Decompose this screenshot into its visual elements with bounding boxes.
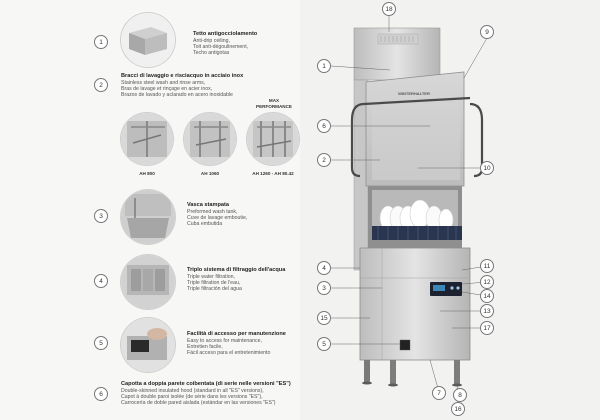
- hood-handle-left: [350, 102, 365, 178]
- feature-3-line-es: Cuba embutida: [187, 221, 223, 227]
- leg: [454, 360, 460, 384]
- callout-3: 3: [94, 209, 108, 223]
- feature-5-line-fr: Entretien facile,: [187, 344, 223, 350]
- feature-2-line-es: Brazos de lavado y aclarado en acero ino…: [121, 92, 233, 98]
- variant-label-ah800: AH 800: [139, 171, 155, 176]
- max-performance-label: MAX PERFORMANCE: [256, 98, 292, 109]
- callout-5-right: 5: [317, 337, 331, 351]
- feature-2-line-en: Stainless steel wash and rinse arms,: [121, 80, 206, 86]
- top-vent: [377, 33, 419, 45]
- callout-6-right: 6: [317, 119, 331, 133]
- feature-1-line-es: Techo antigotas: [193, 50, 230, 56]
- feature-5-line-es: Fácil acceso para el entretenimiento: [187, 350, 271, 356]
- feature-3-line-en: Preformed wash tank,: [187, 209, 238, 215]
- callout-15: 15: [317, 311, 331, 325]
- control-button[interactable]: [456, 286, 460, 290]
- callout-7: 7: [432, 386, 446, 400]
- rack-grid: [377, 226, 457, 240]
- callout-2-right: 2: [317, 153, 331, 167]
- feature-6-line-fr: Capot à double paroi isolée (de série da…: [121, 394, 263, 400]
- feature-4-line-es: Triple filtración del agua: [187, 286, 242, 292]
- callout-10: 10: [480, 161, 494, 175]
- lower-body: [359, 247, 471, 361]
- callout-16: 16: [451, 402, 465, 416]
- leg: [364, 360, 370, 382]
- feature-3-title: Vasca stampata: [187, 202, 229, 208]
- preformed-tank-thumbnail: [121, 190, 175, 244]
- callout-12: 12: [480, 275, 494, 289]
- hood-handle-top: [363, 96, 471, 106]
- variant-label-ah1060: AH 1060: [200, 171, 220, 176]
- control-button[interactable]: [450, 286, 454, 290]
- callout-4-right: 4: [317, 261, 331, 275]
- feature-4-line-en: Triple water filtration,: [187, 274, 235, 280]
- callout-2: 2: [94, 78, 108, 92]
- callout-3-right: 3: [317, 281, 331, 295]
- callout-14: 14: [480, 289, 494, 303]
- display-screen: [433, 285, 445, 291]
- anti-drip-ceiling-thumbnail: [121, 13, 175, 67]
- brand-logo: WINTERHALTER: [398, 91, 430, 96]
- callout-1: 1: [94, 35, 108, 49]
- callout-18: 18: [382, 2, 396, 16]
- feature-3-line-fr: Cuve de lavage emboutie,: [187, 215, 248, 221]
- power-switch[interactable]: [399, 339, 411, 351]
- feature-2-line-fr: Bras de lavage et rinçage en acier inox,: [121, 86, 213, 92]
- feature-6-line-en: Double-skinned insulated hood (standard …: [121, 388, 264, 394]
- callout-13: 13: [480, 304, 494, 318]
- feature-6-line-es: Carrocería de doble pared aislada (están…: [121, 400, 276, 406]
- hood-handle-right: [469, 102, 484, 178]
- callout-1-right: 1: [317, 59, 331, 73]
- feature-5-line-en: Easy to access for maintenance,: [187, 338, 262, 344]
- callout-8: 8: [453, 388, 467, 402]
- callout-6: 6: [94, 387, 108, 401]
- callout-5: 5: [94, 336, 108, 350]
- feature-1-title: Tetto antigocciolamento: [193, 31, 258, 37]
- callout-11: 11: [480, 259, 494, 273]
- feature-5-title: Facilità di accesso per manutenzione: [187, 331, 286, 337]
- maintenance-access-thumbnail: [121, 318, 175, 372]
- feature-1-line-fr: Toit anti-dégoulinement,: [193, 44, 249, 50]
- triple-filtration-thumbnail: [121, 255, 175, 309]
- feature-4-title: Triplo sistema di filtraggio dell'acqua: [187, 267, 286, 273]
- callout-9: 9: [480, 25, 494, 39]
- wash-arms-ah1260-thumbnail: [247, 113, 299, 165]
- feature-4-line-fr: Triple filtration de l'eau,: [187, 280, 241, 286]
- feature-2-title: Bracci di lavaggio e risciacquo in accia…: [121, 73, 244, 79]
- dishwasher-illustration: WINTERHALTER: [330, 15, 488, 410]
- leg: [390, 360, 396, 384]
- wash-arms-ah800-thumbnail: [121, 113, 173, 165]
- dish-rack: [372, 226, 462, 240]
- wash-arms-ah1060-thumbnail: [184, 113, 236, 165]
- vent-slats: [380, 36, 414, 42]
- callout-17: 17: [480, 321, 494, 335]
- feature-1-line-en: Anti-drip ceiling,: [193, 38, 230, 44]
- variant-label-ah1260: AH 1260 - AH 80.42: [252, 171, 294, 176]
- callout-4: 4: [94, 274, 108, 288]
- feature-6-title: Capotta a doppia parete coibentata (di s…: [121, 381, 291, 387]
